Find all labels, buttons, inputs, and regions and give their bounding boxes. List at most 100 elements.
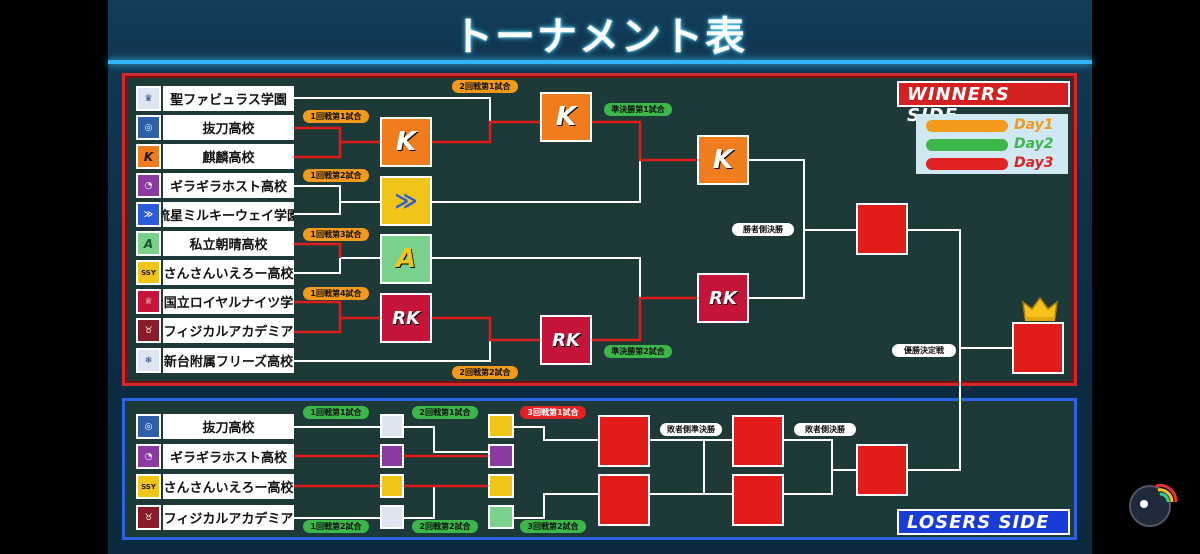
- tag-w-final: 勝者側決勝: [732, 223, 794, 236]
- battou-emblem-icon: ◎: [136, 115, 161, 140]
- l-r3-m1-result[interactable]: [598, 415, 650, 467]
- winners-team-5[interactable]: ≫ 流星ミルキーウェイ学園: [136, 202, 294, 227]
- winners-team-1[interactable]: ♛ 聖ファビュラス学園: [136, 86, 294, 111]
- team-name: さんさんいえろー高校: [163, 260, 294, 285]
- w-r2-m2-result[interactable]: RK: [540, 315, 592, 365]
- team-name: 流星ミルキーウェイ学園: [163, 202, 294, 227]
- tag-l-r1-m2: 1回戦第2試合: [303, 520, 369, 533]
- legend-day1-swatch: [926, 120, 1008, 132]
- tag-l-r2-m2: 2回戦第2試合: [412, 520, 478, 533]
- w-r1-m2-result[interactable]: ≫: [380, 176, 432, 226]
- w-final-result[interactable]: [856, 203, 908, 255]
- w-r2-m1-result[interactable]: K: [540, 92, 592, 142]
- giragira-lips-icon: [488, 444, 514, 468]
- tag-l-final: 敗者側決勝: [794, 423, 856, 436]
- kirin-k-icon: K: [136, 144, 161, 169]
- winners-team-6[interactable]: A 私立朝晴高校: [136, 231, 294, 256]
- w-r1-m3-result[interactable]: A: [380, 234, 432, 284]
- l-sf-result-1[interactable]: [732, 415, 784, 467]
- tag-w-r2-m2: 2回戦第2試合: [452, 366, 518, 379]
- kirin-k-icon: K: [712, 145, 734, 175]
- legend-day1-label: Day1: [1014, 117, 1054, 133]
- channel-logo-icon: [1129, 484, 1178, 527]
- winners-team-4[interactable]: ◔ ギラギラホスト高校: [136, 173, 294, 198]
- team-name: 新台附属フリーズ高校: [163, 348, 294, 373]
- team-name: フィジカルアカデミア: [163, 505, 294, 530]
- ryusei-wing-icon: ≫: [394, 188, 418, 214]
- tag-w-sf-m2: 準決勝第2試合: [604, 345, 672, 358]
- l-sf-result-2[interactable]: [732, 474, 784, 526]
- title-divider: [108, 60, 1092, 64]
- team-name: 麒麟高校: [163, 144, 294, 169]
- title-strip: [108, 0, 1092, 60]
- tag-grand-final: 優勝決定戦: [892, 344, 956, 357]
- asahare-a-icon: [488, 505, 514, 529]
- tag-l-sf: 敗者側準決勝: [660, 423, 722, 436]
- l-r3-m2-result[interactable]: [598, 474, 650, 526]
- losers-team-1[interactable]: ◎ 抜刀高校: [136, 414, 294, 439]
- ssy-icon: SSY: [136, 474, 161, 499]
- physical-bull-icon: ♉: [136, 505, 161, 530]
- legend-day3-label: Day3: [1014, 155, 1054, 171]
- w-r1-m4-result[interactable]: RK: [380, 293, 432, 343]
- freeze-crest-icon: ❄: [136, 348, 161, 373]
- ryusei-wing-icon: [488, 414, 514, 438]
- team-name: さんさんいえろー高校: [163, 474, 294, 499]
- tag-w-r1-m2: 1回戦第2試合: [303, 169, 369, 182]
- winners-side-label: WINNERS SIDE: [897, 81, 1070, 126]
- giragira-lips-icon: ◔: [136, 173, 161, 198]
- winners-team-7[interactable]: SSY さんさんいえろー高校: [136, 260, 294, 285]
- physical-bull-icon: ♉: [136, 318, 161, 343]
- day-legend: Day1 Day2 Day3: [916, 114, 1068, 174]
- giragira-lips-icon: [380, 444, 404, 468]
- w-sf-m1-result[interactable]: K: [697, 135, 749, 185]
- w-r1-m1-result[interactable]: K: [380, 117, 432, 167]
- losers-team-4[interactable]: ♉ フィジカルアカデミア: [136, 505, 294, 530]
- battou-emblem-icon: ◎: [136, 414, 161, 439]
- fabulous-crest-icon: ♛: [136, 86, 161, 111]
- w-sf-m2-result[interactable]: RK: [697, 273, 749, 323]
- tag-w-sf-m1: 準決勝第1試合: [604, 103, 672, 116]
- winners-team-2[interactable]: ◎ 抜刀高校: [136, 115, 294, 140]
- ssy-icon: [380, 474, 404, 498]
- tag-w-r1-m1: 1回戦第1試合: [303, 110, 369, 123]
- legend-day3: Day3: [926, 155, 1066, 171]
- losers-team-3[interactable]: SSY さんさんいえろー高校: [136, 474, 294, 499]
- winners-team-9[interactable]: ♉ フィジカルアカデミア: [136, 318, 294, 343]
- winners-team-10[interactable]: ❄ 新台附属フリーズ高校: [136, 348, 294, 373]
- l-final-result[interactable]: [856, 444, 908, 496]
- losers-side-label: LOSERS SIDE: [897, 509, 1070, 535]
- crown-icon: [1022, 296, 1058, 321]
- tag-l-r1-m1: 1回戦第1試合: [303, 406, 369, 419]
- tag-l-r3-m1: 3回戦第1試合: [520, 406, 586, 419]
- legend-day3-swatch: [926, 158, 1008, 170]
- page-title: トーナメント表: [453, 14, 747, 60]
- winners-team-3[interactable]: K 麒麟高校: [136, 144, 294, 169]
- fabulous-crest-icon: [380, 414, 404, 438]
- royal-crown-icon: RK: [709, 287, 737, 309]
- losers-team-2[interactable]: ◔ ギラギラホスト高校: [136, 444, 294, 469]
- team-name: 私立朝晴高校: [163, 231, 294, 256]
- team-name: 聖ファビュラス学園: [163, 86, 294, 111]
- freeze-crest-icon: [380, 505, 404, 529]
- royal-crown-icon: RK: [392, 307, 420, 329]
- legend-day2-label: Day2: [1014, 136, 1054, 152]
- ssy-icon: [488, 474, 514, 498]
- winners-team-8[interactable]: ♕ 帝国立ロイヤルナイツ学園: [136, 289, 294, 314]
- tag-l-r2-m1: 2回戦第1試合: [412, 406, 478, 419]
- tag-l-r3-m2: 3回戦第2試合: [520, 520, 586, 533]
- ssy-icon: SSY: [136, 260, 161, 285]
- legend-day2: Day2: [926, 136, 1066, 152]
- grand-final-result[interactable]: [1012, 322, 1064, 374]
- team-name: ギラギラホスト高校: [163, 173, 294, 198]
- team-name: ギラギラホスト高校: [163, 444, 294, 469]
- asahare-a-icon: A: [395, 244, 417, 274]
- tag-w-r1-m3: 1回戦第3試合: [303, 228, 369, 241]
- kirin-k-icon: K: [395, 127, 417, 157]
- legend-day2-swatch: [926, 139, 1008, 151]
- royal-crown-icon: ♕: [136, 289, 161, 314]
- tag-w-r1-m4: 1回戦第4試合: [303, 287, 369, 300]
- kirin-k-icon: K: [555, 102, 577, 132]
